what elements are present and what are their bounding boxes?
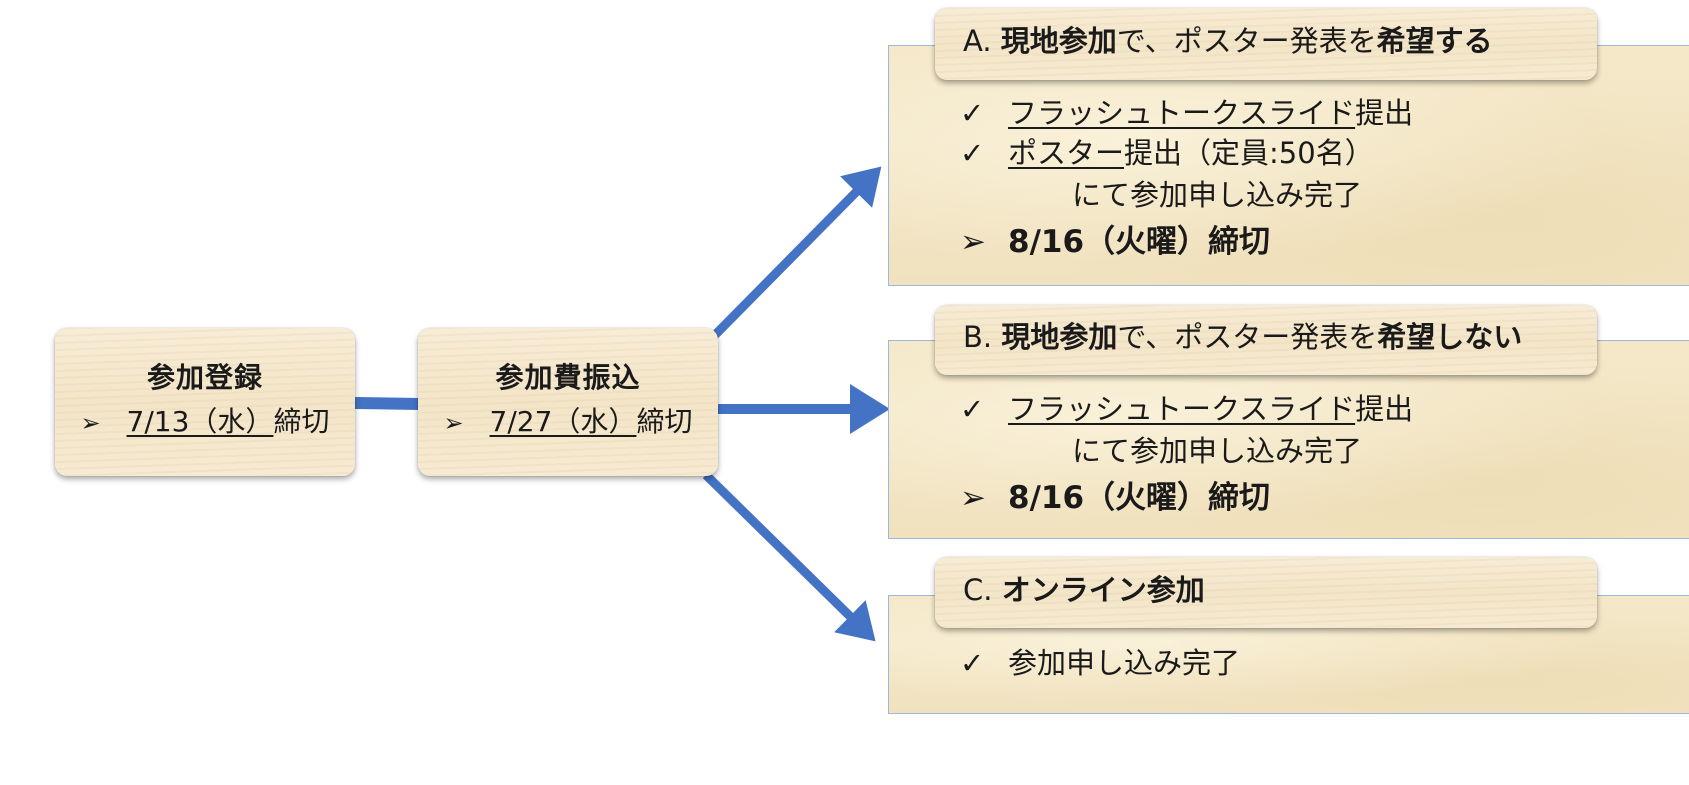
option-c-item1: ✓参加申し込み完了 (960, 646, 1241, 680)
option-a-bold2: 希望する (1376, 24, 1493, 58)
checkmark-icon: ✓ (960, 392, 985, 426)
payment-deadline-suffix: 締切 (636, 405, 693, 438)
option-b-header: B. 現地参加で、ポスター発表を希望しない (935, 305, 1597, 375)
option-a-item2: ✓ポスター提出（定員:50名） (960, 136, 1374, 170)
registration-deadline-suffix: 締切 (273, 405, 330, 438)
step-registration: 参加登録 ➢ 7/13（水）締切 (55, 328, 355, 476)
option-c-prefix: C. (963, 573, 1002, 607)
arrowhead-bullet-icon: ➢ (80, 409, 101, 437)
option-a-bold1: 現地参加 (1000, 24, 1117, 58)
payment-deadline-date: 7/27（水） (489, 405, 637, 438)
option-b-mid: で、ポスター発表を (1117, 320, 1378, 354)
checkmark-icon: ✓ (960, 646, 985, 680)
registration-deadline-date: 7/13（水） (126, 405, 274, 438)
arrowhead-bullet-icon: ➢ (960, 224, 986, 260)
option-a-item1: ✓フラッシュトークスライド提出 (960, 96, 1414, 130)
option-b-prefix: B. (963, 320, 1002, 354)
arrowhead-bullet-icon: ➢ (443, 409, 464, 437)
option-a-prefix: A. (963, 24, 1001, 58)
option-c-bold1: オンライン参加 (1001, 573, 1205, 607)
option-b-deadline: ➢8/16（火曜）締切 (960, 480, 1271, 516)
option-a-header: A. 現地参加で、ポスター発表を希望する (935, 8, 1597, 80)
step-payment-deadline: ➢ 7/27（水）締切 (418, 400, 718, 440)
option-b-complete: にて参加申し込み完了 (1072, 434, 1363, 468)
option-a-complete: にて参加申し込み完了 (1072, 178, 1363, 212)
arrowhead-bullet-icon: ➢ (960, 480, 986, 516)
arrow-to-option-c (702, 471, 876, 642)
connector-register-to-payment (354, 397, 421, 410)
step-registration-deadline: ➢ 7/13（水）締切 (55, 400, 355, 440)
checkmark-icon: ✓ (960, 96, 985, 130)
arrow-to-option-a (708, 166, 882, 342)
checkmark-icon: ✓ (960, 136, 985, 170)
option-b-item1: ✓フラッシュトークスライド提出 (960, 392, 1414, 426)
step-registration-title: 参加登録 (146, 361, 263, 394)
step-payment-title: 参加費振込 (495, 361, 641, 394)
option-a-panel (888, 45, 1689, 286)
step-payment: 参加費振込 ➢ 7/27（水）締切 (418, 328, 718, 476)
option-a-mid: で、ポスター発表を (1116, 24, 1377, 58)
option-b-bold1: 現地参加 (1001, 320, 1118, 354)
option-b-bold2: 希望しない (1377, 320, 1523, 354)
option-a-deadline: ➢8/16（火曜）締切 (960, 224, 1271, 260)
option-c-header: C. オンライン参加 (935, 557, 1597, 628)
